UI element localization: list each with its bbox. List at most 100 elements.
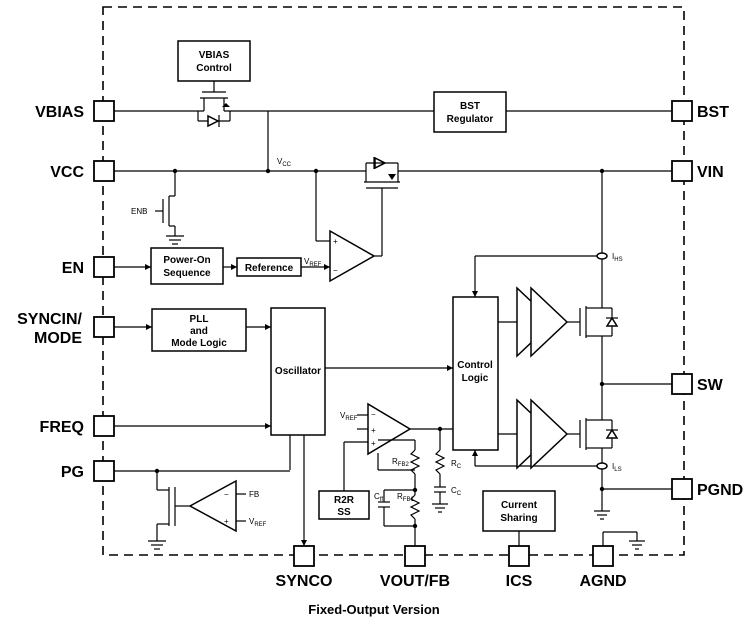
ref-arrow: [324, 264, 330, 270]
vcc-amp-minus: −: [333, 266, 338, 275]
pll-block: PLL and Mode Logic: [151, 308, 247, 352]
pin-bst[interactable]: BST: [671, 100, 729, 122]
pos-arrow: [231, 264, 237, 270]
control-logic-line1: Control: [457, 360, 493, 371]
compensation-network: RC CC: [432, 426, 462, 513]
current-sharing-line2: Sharing: [500, 513, 537, 524]
pll-line1: PLL: [190, 314, 209, 325]
enb-label: ENB: [131, 207, 147, 216]
pin-freq-label: FREQ: [40, 419, 84, 436]
reference-label: Reference: [245, 263, 294, 274]
pin-en-label: EN: [62, 260, 84, 277]
comp-node-dot: [437, 426, 443, 432]
syncin-arrow: [146, 324, 152, 330]
r2r-ss-block: R2R SS: [318, 490, 370, 520]
ils-arrow: [472, 450, 478, 456]
rc-label: RC: [451, 459, 462, 470]
pin-agnd[interactable]: AGND: [579, 545, 627, 590]
pin-bst-label: BST: [697, 104, 729, 121]
pin-vcc-label: VCC: [50, 164, 84, 181]
pin-vin[interactable]: VIN: [671, 160, 724, 182]
pgnd-node-dot: [599, 486, 605, 492]
power-on-line2: Sequence: [163, 268, 211, 279]
vcc-node-label: VCC: [277, 157, 292, 168]
vref-ea-label: VREF: [340, 411, 358, 422]
pin-pgnd[interactable]: PGND: [671, 478, 743, 500]
fb-bottom-dot: [412, 523, 418, 529]
control-logic-line2: Logic: [462, 373, 489, 384]
fb-divider: RFB2 RFB1 Cff: [374, 439, 421, 546]
pll-line3: Mode Logic: [171, 338, 227, 349]
vbias-control-line2: Control: [196, 63, 232, 74]
pin-vbias-label: VBIAS: [35, 104, 84, 121]
synco-arrow: [301, 540, 307, 546]
power-on-line1: Power-On: [163, 255, 210, 266]
high-side-driver: [498, 286, 580, 358]
vin-pass-transistor: [364, 156, 400, 256]
freq-arrow: [265, 423, 271, 429]
pin-pg-label: PG: [61, 464, 84, 481]
pin-sw[interactable]: SW: [671, 373, 724, 395]
error-amplifier: − + + VREF: [340, 402, 453, 491]
pin-en[interactable]: EN: [62, 256, 115, 278]
ihs-sense: [596, 252, 608, 260]
pin-vin-label: VIN: [697, 164, 724, 181]
rfb2-label: RFB2: [392, 457, 409, 468]
pin-mode-label: MODE: [34, 330, 82, 347]
bst-regulator-block: BST Regulator: [433, 91, 507, 133]
pin-synco[interactable]: SYNCO: [276, 545, 333, 590]
vcc-regulator-amp: + −: [315, 171, 382, 283]
cff-label: Cff: [374, 492, 383, 503]
pg-fb-label: FB: [249, 490, 259, 499]
pg-comp-minus: −: [224, 490, 229, 499]
en-arrow: [145, 264, 151, 270]
pin-ics-label: ICS: [506, 573, 533, 590]
pin-agnd-label: AGND: [579, 573, 626, 590]
diagram-caption: Fixed-Output Version: [308, 602, 440, 617]
current-sharing-block: Current Sharing: [482, 490, 556, 532]
pin-vbias[interactable]: VBIAS: [35, 100, 115, 122]
pin-vout-fb-label: VOUT/FB: [380, 573, 450, 590]
vcc-amp-plus: +: [333, 237, 338, 246]
ea-plus1: +: [371, 426, 376, 435]
vin-pass-arrow: [388, 174, 396, 180]
rfb1-label: RFB1: [397, 492, 414, 503]
pin-vout-fb[interactable]: VOUT/FB: [380, 545, 450, 590]
pgnd-ground: [594, 510, 610, 520]
hs-body-diode: [605, 316, 619, 327]
r2r-line1: R2R: [334, 495, 355, 506]
device-boundary: [102, 6, 685, 556]
vbias-control-line1: VBIAS: [199, 50, 230, 61]
pin-pgnd-label: PGND: [697, 482, 743, 499]
vcc-node-dot: [265, 168, 271, 174]
pg-comp-plus: +: [224, 517, 229, 526]
current-sharing-line1: Current: [501, 500, 538, 511]
ls-body-diode: [605, 428, 619, 439]
pin-ics[interactable]: ICS: [506, 545, 533, 590]
pg-transistor: [148, 471, 190, 550]
pin-sw-label: SW: [697, 377, 724, 394]
oscillator-label: Oscillator: [275, 366, 321, 377]
agnd-ground: [602, 531, 645, 550]
pin-synco-label: SYNCO: [276, 573, 333, 590]
reference-block: Reference: [236, 257, 302, 277]
ils-label: ILS: [612, 462, 622, 473]
vref-ref-label: VREF: [304, 257, 322, 268]
vbias-switch-arrow: [222, 103, 230, 107]
pin-freq[interactable]: FREQ: [40, 415, 115, 437]
pg-comparator: − + FB VREF: [188, 479, 267, 533]
pin-vcc[interactable]: VCC: [50, 160, 115, 182]
pll-arrow: [265, 324, 271, 330]
high-side-fet: [579, 171, 619, 400]
pin-pg[interactable]: PG: [61, 460, 115, 482]
vbias-diode: [207, 114, 220, 128]
pin-syncin-label: SYNCIN/: [17, 311, 82, 328]
r2r-line2: SS: [337, 507, 351, 518]
oscillator-block: Oscillator: [270, 307, 326, 436]
rfb2-resistor: [409, 449, 421, 475]
low-side-fet: [579, 400, 619, 511]
pin-syncin-mode[interactable]: SYNCIN/ MODE: [17, 311, 115, 347]
control-logic-block: Control Logic: [452, 296, 499, 451]
ils-sense: [596, 462, 608, 470]
bst-regulator-line1: BST: [460, 101, 480, 112]
